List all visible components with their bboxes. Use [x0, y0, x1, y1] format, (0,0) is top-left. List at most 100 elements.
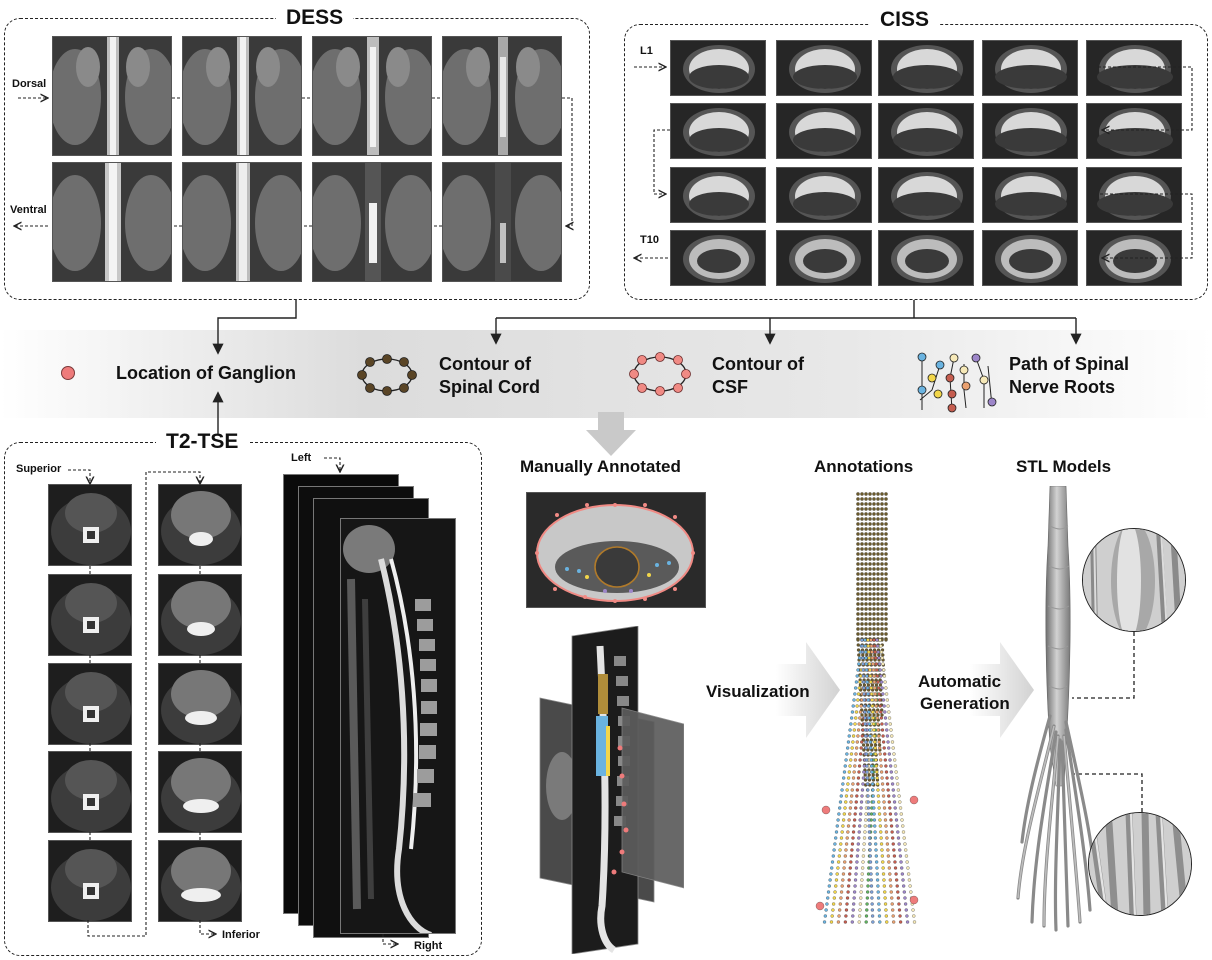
annotations-point-cloud — [812, 490, 928, 930]
annotation-point — [867, 818, 871, 822]
annotation-point — [880, 848, 884, 852]
annotation-point — [866, 878, 870, 882]
annotation-point — [858, 680, 862, 684]
annotation-point — [874, 842, 878, 846]
annotation-point — [876, 686, 881, 690]
annotation-point — [863, 722, 867, 726]
annotation-point — [834, 836, 838, 840]
annotation-point — [886, 788, 890, 792]
t2-axial-image — [158, 574, 242, 656]
annotation-point — [873, 824, 877, 828]
annotation-point — [837, 854, 841, 858]
annotation-point — [864, 607, 868, 611]
annotation-point — [863, 638, 867, 642]
annotation-point — [880, 527, 884, 531]
annotation-point — [872, 577, 876, 581]
annotation-point — [863, 830, 867, 834]
annotation-point — [871, 800, 876, 804]
ciss-image — [878, 103, 974, 159]
annotation-point — [847, 770, 851, 774]
annotation-point — [855, 740, 859, 744]
ciss-image — [982, 167, 1078, 223]
annotation-point — [892, 920, 896, 924]
annotation-point — [860, 794, 864, 798]
annotation-point — [855, 674, 859, 678]
annotation-point — [870, 683, 875, 687]
annotation-point — [856, 497, 860, 501]
legend-band — [0, 330, 1212, 418]
annotation-point — [885, 836, 889, 840]
annotation-point — [880, 713, 884, 717]
annotation-point — [865, 653, 869, 657]
annotation-point — [880, 517, 884, 521]
annotation-point — [872, 502, 876, 506]
annotation-point — [860, 542, 864, 546]
annotation-point — [850, 920, 854, 924]
annotation-point — [883, 818, 888, 822]
ciss-image — [776, 40, 872, 96]
ventral-label: Ventral — [10, 204, 47, 216]
annotation-point — [879, 836, 883, 840]
annotation-point — [884, 532, 888, 536]
annotation-point — [862, 683, 867, 687]
annotation-point — [832, 848, 836, 852]
annotation-point — [860, 632, 864, 636]
annotation-point — [882, 878, 886, 882]
annotation-point — [880, 722, 884, 726]
annotation-point — [848, 728, 852, 732]
annotation-point — [854, 872, 858, 876]
annotation-point — [860, 878, 864, 882]
annotation-point — [854, 680, 859, 684]
annotation-point — [840, 830, 844, 834]
annotation-point — [889, 770, 893, 774]
annotation-point — [821, 805, 831, 815]
annotation-point — [880, 507, 884, 511]
annotation-point — [872, 632, 876, 636]
dess-image — [442, 36, 562, 156]
annotation-point — [883, 812, 887, 816]
annotation-point — [856, 512, 860, 516]
annotation-point — [876, 517, 880, 521]
annotation-point — [854, 716, 858, 720]
annotation-point — [884, 627, 888, 631]
annotation-point — [853, 758, 858, 762]
annotation-point — [868, 572, 872, 576]
annotation-point — [849, 722, 853, 726]
annotation-point — [858, 752, 863, 756]
annotation-point — [873, 830, 877, 834]
annotation-point — [858, 812, 863, 816]
annotation-point — [873, 740, 877, 744]
annotation-point — [849, 860, 853, 864]
t2-axial-image — [158, 484, 242, 566]
annotation-point — [868, 860, 873, 864]
annotation-point — [860, 713, 864, 717]
annotation-point — [875, 668, 879, 672]
annotation-point — [831, 854, 835, 858]
annotation-point — [868, 713, 872, 717]
annotation-point — [831, 902, 836, 906]
annotation-point — [880, 592, 884, 596]
annotation-point — [872, 713, 876, 717]
annotation-point — [881, 860, 885, 864]
annotation-point — [872, 728, 876, 732]
annotation-point — [862, 704, 867, 708]
annotation-point — [864, 746, 868, 750]
annotation-point — [825, 902, 829, 906]
annotation-point — [872, 537, 876, 541]
annotation-point — [871, 710, 875, 714]
annotation-point — [889, 884, 893, 888]
annotation-point — [856, 648, 861, 652]
annotation-point — [835, 824, 839, 828]
annotation-point — [880, 557, 884, 561]
annotation-point — [897, 908, 902, 912]
annotation-point — [849, 794, 854, 798]
annotation-point — [868, 512, 872, 516]
annotation-point — [836, 818, 840, 822]
annotation-point — [858, 824, 862, 828]
annotation-point — [857, 662, 861, 666]
annotation-point — [872, 612, 876, 616]
annotation-point — [872, 542, 876, 546]
annotation-point — [880, 577, 884, 581]
annotation-point — [851, 734, 856, 738]
t2-axial-image — [48, 484, 132, 566]
